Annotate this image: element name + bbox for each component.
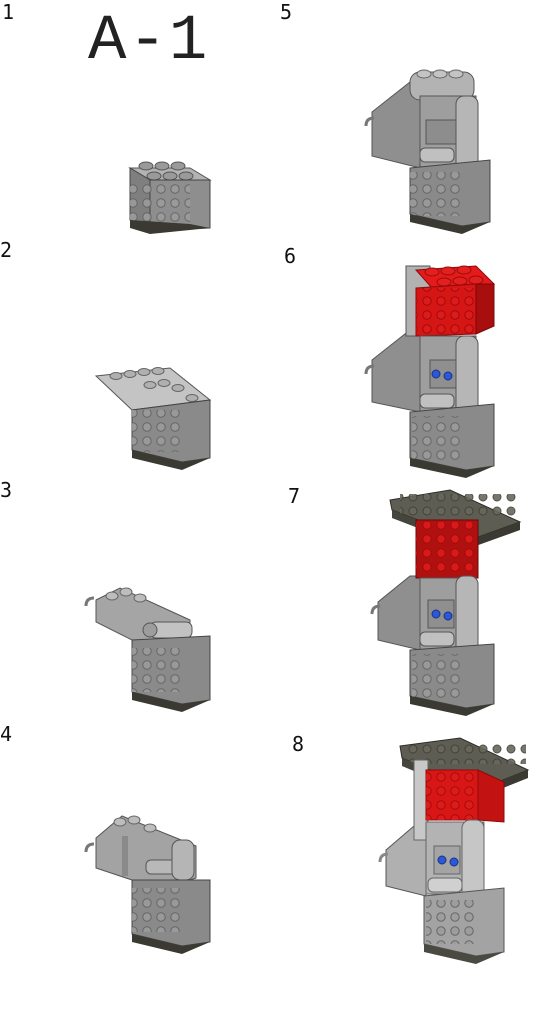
step-number-1: 1 (2, 0, 15, 24)
step-6-model (364, 265, 496, 478)
step-number-7: 7 (288, 484, 301, 508)
step-number-3: 3 (0, 478, 13, 502)
step-number-4: 4 (0, 722, 13, 746)
step-number-8: 8 (292, 732, 305, 756)
page-title: A-1 (88, 6, 210, 78)
step-number-2: 2 (0, 238, 13, 262)
step-8-model (378, 737, 530, 964)
step-7-model (370, 489, 522, 716)
step-4-model (84, 815, 211, 954)
step-1-model (128, 161, 212, 234)
step-5-model (364, 69, 491, 234)
step-number-5: 5 (280, 0, 293, 24)
step-3-model (84, 587, 211, 712)
step-number-6: 6 (284, 244, 297, 268)
step-2-model (94, 367, 212, 470)
